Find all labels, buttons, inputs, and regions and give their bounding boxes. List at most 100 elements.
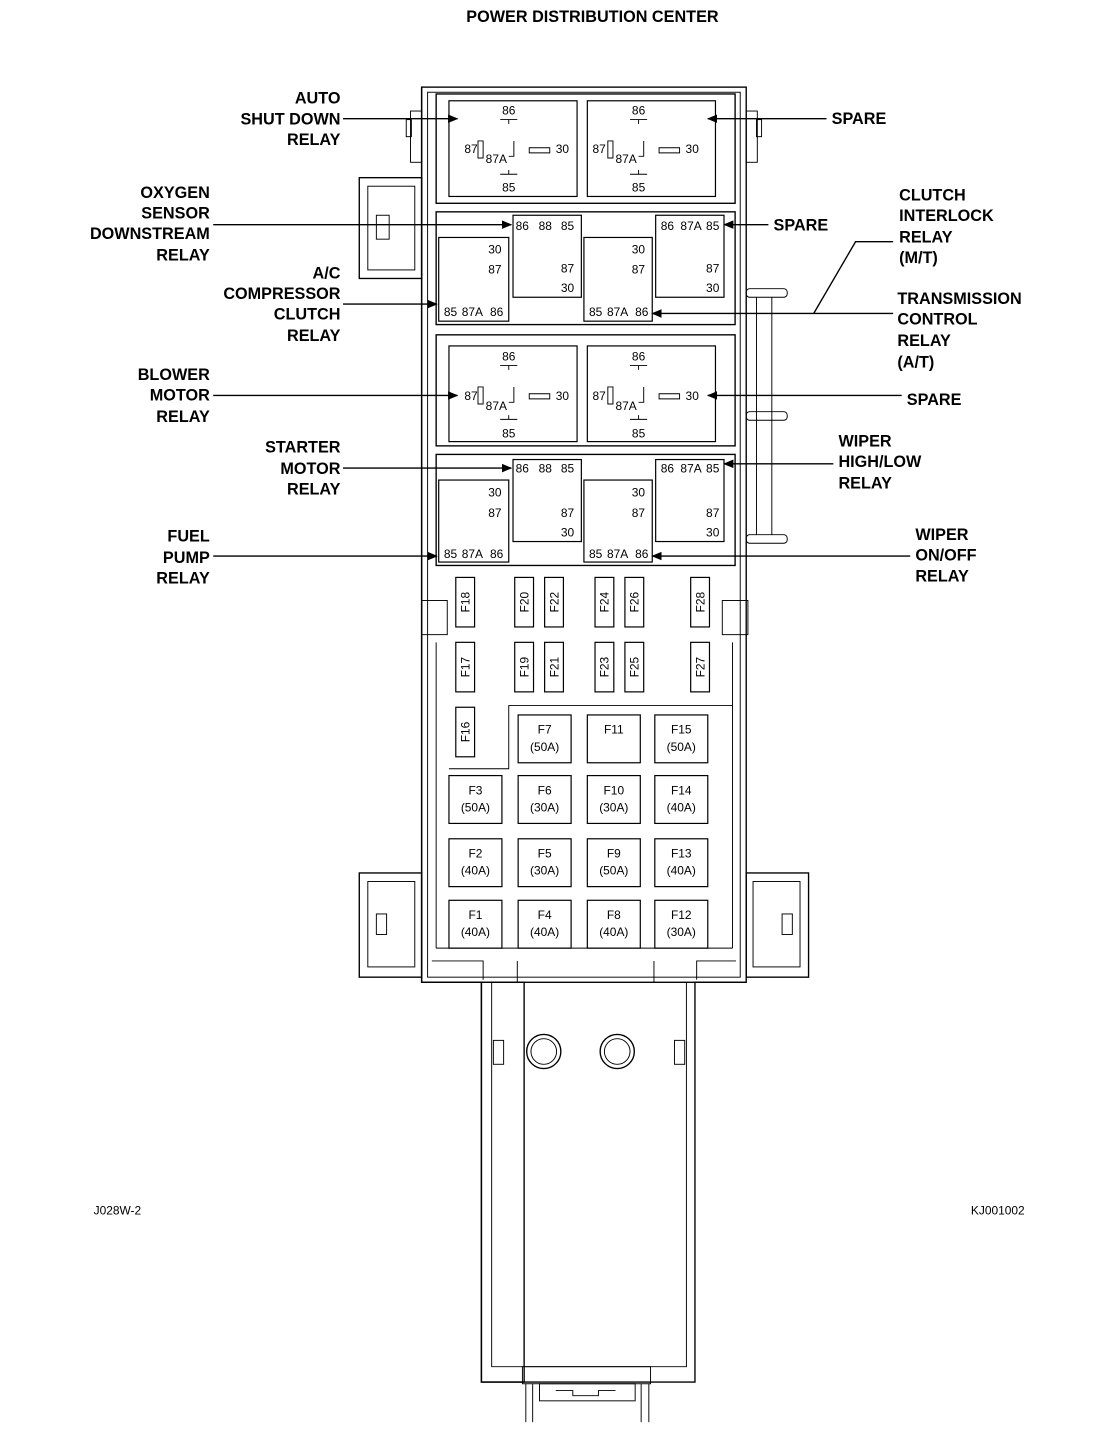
maxi-fuse-rating: (30A) [530,800,559,814]
pin-85: 85 [444,547,458,561]
maxi-fuse: F5(30A) [517,838,572,888]
maxi-fuse-rating: (30A) [530,864,559,878]
maxi-fuse-rating: (30A) [667,925,696,939]
svg-text:(A/T): (A/T) [897,353,934,371]
mini-fuse: F19 [514,641,535,693]
spare-top-relay-pins: 86 87 87A 30 85 [592,103,699,194]
maxi-fuse-rating: (30A) [599,800,628,814]
svg-text:RELAY: RELAY [287,131,341,149]
pin-30: 30 [561,281,575,295]
svg-text:WIPER: WIPER [838,433,891,451]
maxi-fuse: F10 (30A) [586,774,641,825]
svg-text:RELAY: RELAY [156,569,210,587]
pin-87: 87 [632,262,646,276]
svg-text:CONTROL: CONTROL [897,311,977,329]
pin-30: 30 [488,485,502,499]
maxi-fuse-rating: (50A) [667,740,696,754]
maxi-fuse: F11 [586,714,641,764]
mini-fuse: F27 [690,641,711,693]
maxi-fuse-name: F10 [604,783,625,797]
figure-code-left: J028W-2 [94,1204,142,1218]
relay-block-4 [435,453,736,567]
pin-30: 30 [706,281,720,295]
svg-text:PUMP: PUMP [163,549,210,567]
pin-86: 86 [632,103,646,117]
maxi-fuse-rating: (50A) [530,740,559,754]
svg-text:HIGH/LOW: HIGH/LOW [838,453,922,471]
svg-text:RELAY: RELAY [287,481,341,499]
maxi-fuse-name: F15 [671,723,692,737]
maxi-fuse-rating: (50A) [599,864,628,878]
svg-text:CLUTCH: CLUTCH [899,187,966,205]
maxi-fuse-rating: (50A) [461,800,490,814]
pdc-housing [358,86,810,1423]
mini-fuse: F26 [624,576,645,628]
maxi-fuse-name: F3 [468,783,482,797]
pin-87a: 87A [486,399,507,413]
svg-text:RELAY: RELAY [915,568,969,586]
callout-wiper-on-off-relay: WIPER ON/OFF RELAY [651,526,977,586]
svg-text:FUEL: FUEL [167,528,209,546]
mini-fuse: F25 [624,641,645,693]
relay-block-3 [435,334,736,447]
pin-30: 30 [632,243,646,257]
wiper-high-low-relay-pins: 86 87A 85 87 30 [661,461,720,539]
pin-86: 86 [502,103,516,117]
pin-86: 86 [632,349,646,363]
pin-86: 86 [635,305,649,319]
pin-85: 85 [632,426,646,440]
pin-85: 85 [589,547,603,561]
pin-86: 86 [635,547,649,561]
callout-spare-mid: SPARE [723,217,828,235]
maxi-fuse-name: F1 [468,908,482,922]
relay-block-2 [435,211,736,326]
callout-spare-top: SPARE [706,110,887,128]
mini-fuse: F23 [594,641,615,693]
svg-text:OXYGEN: OXYGEN [140,184,209,202]
svg-text:RELAY: RELAY [156,247,210,265]
maxi-fuse-name: F12 [671,908,692,922]
maxi-fuse-name: F14 [671,783,692,797]
svg-text:WIPER: WIPER [915,526,968,544]
svg-text:A/C: A/C [313,264,341,282]
pin-86: 86 [490,547,504,561]
svg-text:DOWNSTREAM: DOWNSTREAM [90,225,210,243]
mini-fuse: F28 [690,576,711,628]
pin-87: 87 [592,389,606,403]
svg-text:CLUTCH: CLUTCH [274,305,341,323]
transmission-control-relay-pins: 30 87 85 87A 86 [589,243,649,319]
svg-text:SPARE: SPARE [832,110,887,128]
mini-fuse-label: F27 [693,656,707,677]
mini-fuse-label: F19 [517,656,531,677]
pin-87: 87 [488,262,502,276]
pin-87a: 87A [680,461,701,475]
callout-blower-motor-relay: BLOWER MOTOR RELAY [138,366,459,426]
pin-86: 86 [516,219,530,233]
mini-fuse-label: F24 [598,592,612,613]
mini-fuse: F21 [544,641,565,693]
maxi-fuse-rating: (40A) [667,800,696,814]
svg-text:RELAY: RELAY [897,332,951,350]
pin-30: 30 [632,485,646,499]
pin-87a: 87A [680,219,701,233]
svg-text:RELAY: RELAY [156,408,210,426]
pin-30: 30 [556,389,570,403]
svg-text:ON/OFF: ON/OFF [915,546,976,564]
svg-text:MOTOR: MOTOR [150,387,210,405]
mini-fuse-label: F28 [693,592,707,613]
mini-fuse-label: F20 [517,592,531,613]
svg-text:(M/T): (M/T) [899,249,938,267]
pin-85: 85 [561,461,575,475]
pin-86: 86 [516,461,530,475]
pin-87a: 87A [616,152,637,166]
maxi-fuse: F14 (40A) [654,774,709,825]
pin-87: 87 [561,261,575,275]
pin-85: 85 [502,426,516,440]
mini-fuse-label: F22 [547,592,561,613]
pin-30: 30 [488,243,502,257]
svg-text:AUTO: AUTO [295,89,341,107]
blower-relay-pins: 86 87 87A 30 85 [464,349,569,440]
maxi-fuse-name: F8 [607,908,621,922]
svg-text:RELAY: RELAY [899,229,953,247]
